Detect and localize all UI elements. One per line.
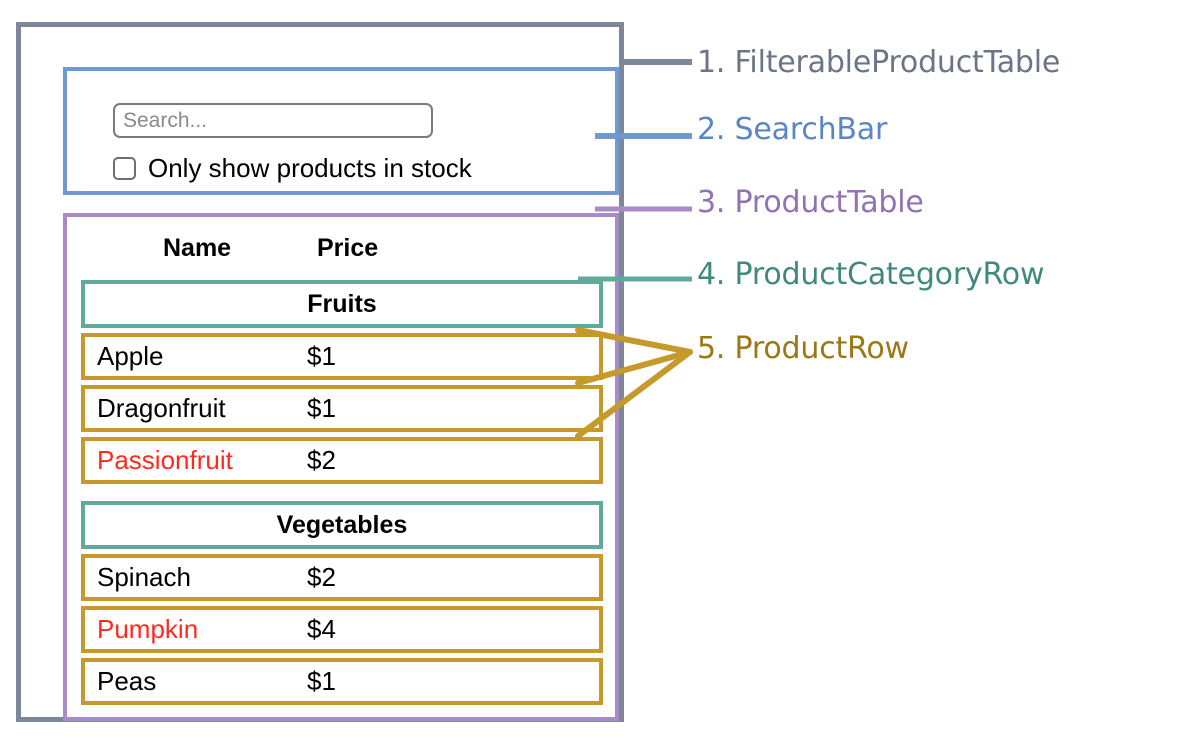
product-name-cell: Apple [97, 341, 164, 371]
search-input-wrapper [113, 103, 433, 138]
stock-filter-row[interactable]: Only show products in stock [113, 155, 472, 181]
product-name-cell: Peas [97, 666, 157, 696]
product-name-cell: Dragonfruit [97, 393, 226, 423]
product-price-cell: $2 [307, 562, 336, 592]
product-category-row: Fruits [81, 280, 603, 328]
product-price-cell: $1 [307, 341, 336, 371]
product-row: Dragonfruit $1 [81, 385, 603, 432]
column-header-price: Price [317, 233, 379, 262]
product-price-cell: $2 [307, 445, 336, 475]
product-category-label: Fruits [307, 289, 377, 318]
product-row: Peas $1 [81, 658, 603, 705]
product-name-cell: Spinach [97, 562, 191, 592]
column-header-name: Name [163, 233, 232, 262]
product-row: Apple $1 [81, 333, 603, 380]
search-bar-container: Only show products in stock [63, 67, 619, 195]
product-row: Spinach $2 [81, 554, 603, 601]
product-row: Pumpkin $4 [81, 606, 603, 653]
product-price-cell: $1 [307, 666, 336, 696]
leader-line-5b [575, 349, 693, 386]
leader-line-5c [575, 349, 693, 439]
product-row: Passionfruit $2 [81, 437, 603, 484]
filterable-product-table-container: Only show products in stock Name Price F… [16, 22, 624, 722]
product-name-cell: Pumpkin [97, 614, 199, 644]
leader-line-5a [575, 327, 693, 355]
product-category-label: Vegetables [276, 510, 408, 539]
product-price-cell: $1 [307, 393, 336, 423]
product-category-row: Vegetables [81, 501, 603, 549]
product-price-cell: $4 [307, 614, 336, 644]
search-input[interactable] [113, 103, 433, 138]
product-name-cell: Passionfruit [97, 445, 233, 475]
product-table-header: Name Price [67, 229, 615, 267]
only-in-stock-label: Only show products in stock [148, 153, 472, 183]
only-in-stock-checkbox[interactable] [113, 156, 136, 180]
